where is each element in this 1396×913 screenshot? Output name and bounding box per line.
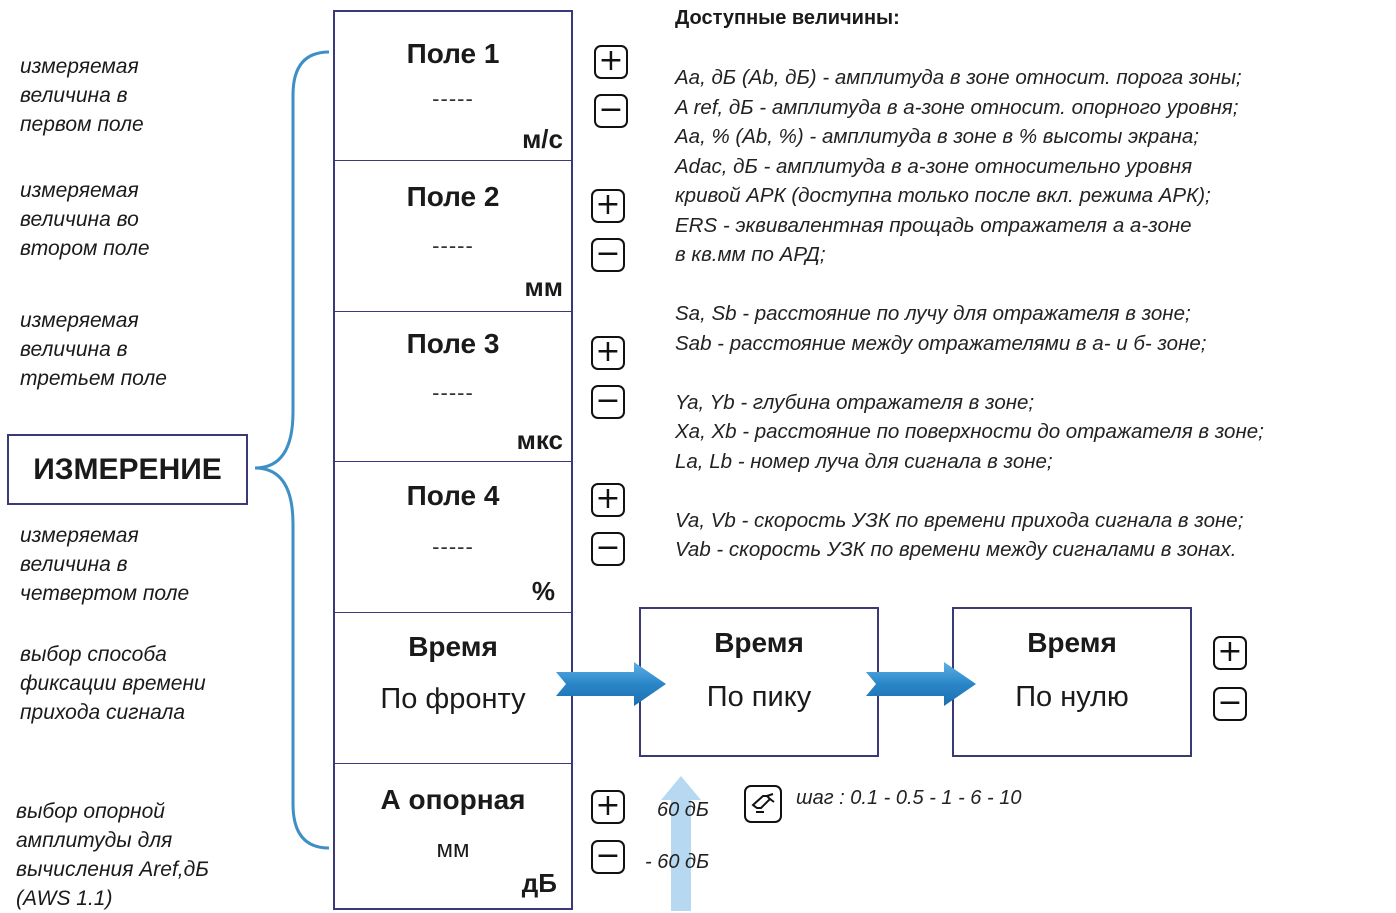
ref-amp-cell[interactable]: А опорная мм дБ [333,763,573,910]
minus-icon: − [595,235,621,271]
brace-path [254,50,330,850]
brace-connector [254,50,330,850]
info-line: La, Lb - номер луча для сигнала в зоне; [675,449,1053,473]
arrow-right-icon [556,662,666,706]
ref-amp-minus-button[interactable]: − [591,840,625,874]
minus-icon: − [1217,684,1243,720]
info-line: A ref, дБ - амплитуда в а-зоне относит. … [675,95,1239,119]
field-2-value: ----- [432,233,474,258]
plus-icon: + [595,787,621,823]
info-line: Aa, дБ (Ab, дБ) - амплитуда в зоне относ… [675,66,1242,89]
field-1-minus-button[interactable]: − [594,94,628,128]
menu-title-box: ИЗМЕРЕНИЕ [7,434,248,505]
minus-icon: − [595,529,621,565]
info-line: Xa, Xb - расстояние по поверхности до от… [675,420,1264,443]
field-3-cell[interactable]: Поле 3 ----- мкс [333,311,573,461]
field-2-title: Поле 2 [406,181,500,212]
info-line: Vab - скорость УЗК по времени между сигн… [675,538,1237,561]
minus-icon: − [595,382,621,418]
field-2-plus-button[interactable]: + [591,189,625,223]
time-option-peak[interactable]: Время По пику [639,607,879,757]
info-line: в кв.мм по АРД; [675,243,826,266]
desc-field-2: измеряемая величина во втором поле [20,179,150,260]
field-4-value: ----- [432,534,474,559]
time-option-zero-title: Время [1027,627,1117,658]
field-1-cell[interactable]: Поле 1 ----- м/с [333,10,573,160]
info-line: Adac, дБ - амплитуда в а-зоне относитель… [675,154,1193,178]
desc-field-1: измеряемая величина в первом поле [20,55,144,136]
menu-panel [333,10,573,910]
time-option-zero-value: По нулю [1015,681,1129,713]
ref-amp-unit: дБ [521,868,557,898]
field-3-plus-button[interactable]: + [591,336,625,370]
time-title: Время [408,631,498,662]
time-option-zero[interactable]: Время По нулю [952,607,1192,757]
info-line: Sa, Sb - расстояние по лучу для отражате… [675,302,1191,325]
plus-icon: + [595,480,621,516]
ref-range-min: - 60 дБ [645,851,710,873]
field-3-minus-button[interactable]: − [591,385,625,419]
arrow-right-icon [866,662,976,706]
field-1-value: ----- [432,86,474,111]
ref-amp-value: мм [436,836,470,863]
info-line: Ya, Yb - глубина отражателя в зоне; [675,390,1035,414]
plus-icon: + [595,333,621,369]
desc-time: выбор способа фиксации времени прихода с… [20,643,206,724]
time-minus-button[interactable]: − [1213,687,1247,721]
minus-icon: − [598,91,624,127]
info-line: Aa, % (Ab, %) - амплитуда в зоне в % выс… [675,125,1199,148]
ref-amp-title: А опорная [380,784,526,815]
field-1-unit: м/с [522,124,563,154]
plus-icon: + [1217,633,1243,669]
field-3-value: ----- [432,380,474,405]
field-2-unit: мм [524,272,563,302]
field-2-cell[interactable]: Поле 2 ----- мм [333,160,573,311]
field-2-minus-button[interactable]: − [591,238,625,272]
desc-field-3: измеряемая величина в третьем поле [20,309,167,390]
field-4-cell[interactable]: Поле 4 ----- % [333,461,573,612]
menu-title: ИЗМЕРЕНИЕ [33,452,222,486]
arrow-up-icon [661,776,701,911]
info-line: Va, Vb - скорость УЗК по времени прихода… [675,508,1244,532]
time-value: По фронту [380,683,526,715]
minus-icon: − [595,837,621,873]
info-line: Sab - расстояние между отражателями в а-… [675,331,1207,355]
step-key-icon [751,793,775,813]
field-1-plus-button[interactable]: + [594,45,628,79]
field-3-title: Поле 3 [406,328,500,359]
field-1-title: Поле 1 [406,38,500,69]
desc-field-4: измеряемая величина в четвертом поле [20,524,190,605]
step-text: шаг : 0.1 - 0.5 - 1 - 6 - 10 [796,787,1022,809]
ref-amp-plus-button[interactable]: + [591,790,625,824]
time-option-peak-title: Время [714,627,804,658]
time-plus-button[interactable]: + [1213,636,1247,670]
plus-icon: + [598,42,624,78]
field-4-unit: % [531,576,555,606]
step-key-button[interactable] [744,785,782,823]
info-line: ERS - эквивалентная прощадь отражателя а… [675,213,1192,237]
field-3-unit: мкс [516,425,563,455]
ref-range-max: 60 дБ [657,799,709,821]
info-title: Доступные величины: [675,7,900,29]
field-4-plus-button[interactable]: + [591,483,625,517]
time-cell[interactable]: Время По фронту [333,612,573,763]
info-line: кривой АРК (доступна только после вкл. р… [675,184,1211,207]
field-4-minus-button[interactable]: − [591,532,625,566]
field-4-title: Поле 4 [406,480,500,511]
desc-ref-amp: выбор опорной амплитуды для вычисления A… [16,800,209,910]
plus-icon: + [595,186,621,222]
time-option-peak-value: По пику [706,681,812,713]
